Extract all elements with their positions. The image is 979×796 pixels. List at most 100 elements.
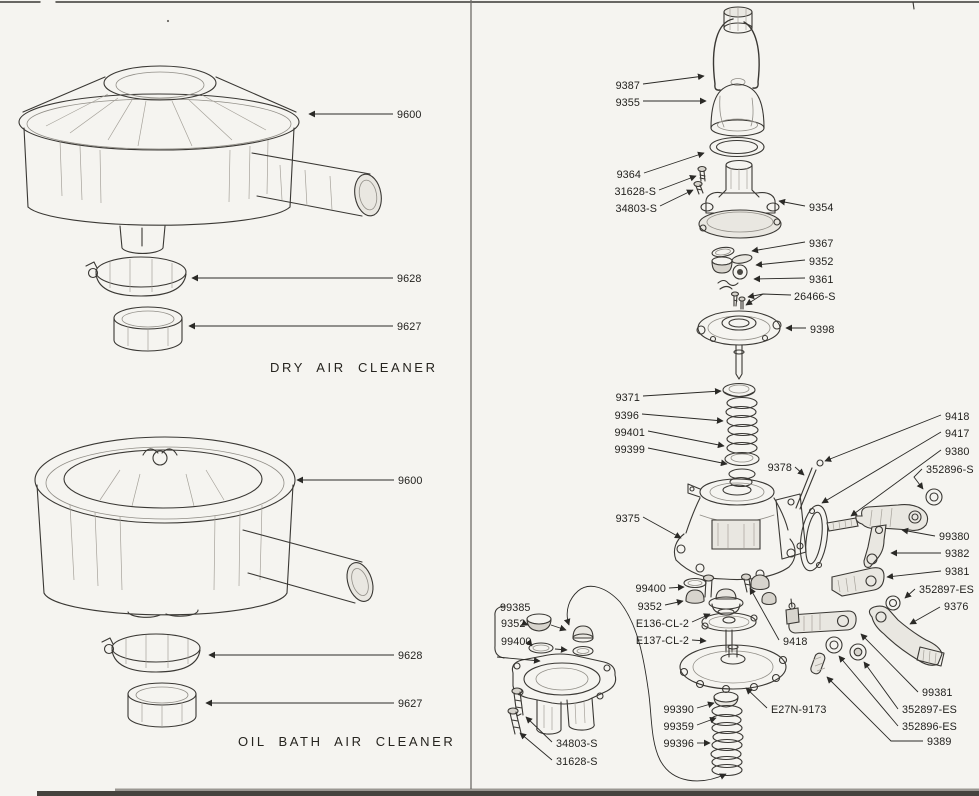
part-label: 9600 bbox=[398, 475, 422, 487]
leader-line bbox=[659, 189, 694, 207]
leader-line bbox=[838, 655, 899, 727]
part-label: 99401 bbox=[614, 427, 645, 439]
part-label: 9354 bbox=[809, 202, 833, 214]
leader-line bbox=[664, 599, 684, 606]
leader-line bbox=[691, 637, 707, 644]
leader-line bbox=[904, 588, 916, 599]
part-label: 99396 bbox=[663, 738, 694, 750]
upper-spring-art bbox=[725, 396, 759, 455]
part-label: 9382 bbox=[945, 548, 969, 560]
part-label: 9371 bbox=[616, 392, 640, 404]
leader-line bbox=[913, 468, 924, 490]
leader-line bbox=[668, 584, 685, 591]
leader-line bbox=[778, 198, 806, 207]
part-label: 34803-S bbox=[556, 738, 598, 750]
leader-line bbox=[696, 701, 715, 709]
leader-line bbox=[641, 413, 724, 424]
leader-line bbox=[753, 275, 806, 283]
part-label: 99399 bbox=[614, 444, 645, 456]
part-label: 99390 bbox=[663, 704, 694, 716]
part-label: 352897-ES bbox=[902, 704, 957, 716]
part-label: 352896-S bbox=[926, 464, 974, 476]
part-label: 99381 bbox=[922, 687, 953, 699]
part-label: 31628-S bbox=[556, 756, 598, 768]
part-label: 9627 bbox=[397, 321, 421, 333]
part-label: 9628 bbox=[397, 273, 421, 285]
leader-line bbox=[860, 633, 919, 693]
part-label: E136-CL-2 bbox=[636, 618, 689, 630]
part-label: 352896-ES bbox=[902, 721, 957, 733]
leader-line bbox=[647, 447, 728, 467]
part-label: 9352 bbox=[638, 601, 662, 613]
part-label: E137-CL-2 bbox=[636, 635, 689, 647]
leader-line bbox=[745, 293, 764, 306]
leader-line bbox=[525, 639, 533, 647]
leader-line bbox=[647, 430, 725, 449]
part-label: 99385 bbox=[500, 602, 531, 614]
part-label: 352897-ES bbox=[919, 584, 974, 596]
leader-line bbox=[794, 466, 805, 476]
lower-spring-art bbox=[710, 704, 744, 777]
leader-line bbox=[751, 241, 806, 254]
part-label: 34803-S bbox=[615, 203, 657, 215]
part-label: 9364 bbox=[617, 169, 641, 181]
part-label: E27N-9173 bbox=[771, 704, 827, 716]
part-label: 99380 bbox=[939, 531, 970, 543]
leader-line bbox=[519, 732, 553, 761]
part-label: 9398 bbox=[810, 324, 834, 336]
leader-line bbox=[824, 414, 942, 462]
part-label: 99400 bbox=[635, 583, 666, 595]
part-label: 9352 bbox=[809, 256, 833, 268]
leader-line bbox=[886, 570, 942, 580]
part-label: 9389 bbox=[927, 736, 951, 748]
leader-line bbox=[826, 676, 923, 742]
leader-line bbox=[525, 716, 553, 743]
leader-line bbox=[909, 606, 941, 625]
part-label: 9418 bbox=[945, 411, 969, 423]
leader-line bbox=[747, 292, 792, 300]
part-label: 26466-S bbox=[794, 291, 836, 303]
part-label: 9396 bbox=[615, 410, 639, 422]
part-label: 9376 bbox=[944, 601, 968, 613]
part-label: 9381 bbox=[945, 566, 969, 578]
part-label: 9375 bbox=[616, 513, 640, 525]
part-label: 9361 bbox=[809, 274, 833, 286]
annotation-layer: 9600962896279600962896279387935593643162… bbox=[188, 73, 974, 768]
leader-line bbox=[643, 151, 705, 174]
leader-line bbox=[821, 431, 942, 504]
leader-line bbox=[658, 174, 697, 191]
leader-line bbox=[496, 656, 541, 664]
part-label: 9380 bbox=[945, 446, 969, 458]
part-label: 9387 bbox=[616, 80, 640, 92]
leader-line bbox=[554, 646, 568, 653]
caption-dry-air-cleaner: DRY AIR CLEANER bbox=[270, 360, 438, 375]
caption-oil-bath-air-cleaner: OIL BATH AIR CLEANER bbox=[238, 734, 456, 749]
leader-line bbox=[642, 516, 682, 539]
part-label: 9600 bbox=[397, 109, 421, 121]
leader-line bbox=[696, 716, 717, 726]
part-label: 9367 bbox=[809, 238, 833, 250]
part-label: 31628-S bbox=[614, 186, 656, 198]
leader-line bbox=[755, 259, 806, 268]
part-label: 9378 bbox=[768, 462, 792, 474]
part-label: 99359 bbox=[663, 721, 694, 733]
part-label: 9417 bbox=[945, 428, 969, 440]
part-label: 99400 bbox=[501, 636, 532, 648]
leader-line bbox=[642, 388, 722, 397]
part-label: 9418 bbox=[783, 636, 807, 648]
leader-line bbox=[691, 613, 711, 623]
fuel-pump-exploded-figure bbox=[494, 6, 945, 782]
leader-line bbox=[901, 527, 936, 537]
leader-line bbox=[550, 624, 567, 632]
part-label: 9355 bbox=[616, 97, 640, 109]
part-label: 9627 bbox=[398, 698, 422, 710]
leader-line bbox=[863, 661, 899, 710]
dry-air-cleaner-figure bbox=[18, 65, 382, 352]
part-label: 9352 bbox=[501, 618, 525, 630]
leader-line bbox=[521, 619, 529, 626]
leader-line bbox=[745, 687, 768, 709]
leader-line bbox=[749, 587, 780, 641]
